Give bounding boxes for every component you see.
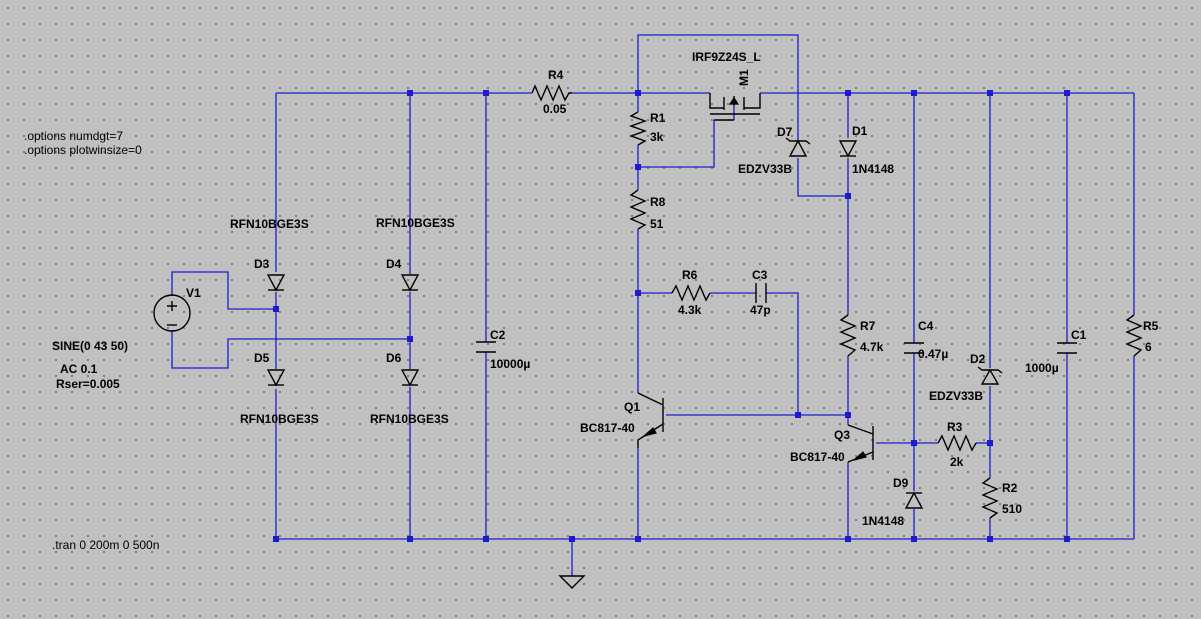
label-d3-name: D3 — [254, 257, 270, 271]
resistor-r3[interactable] — [937, 434, 977, 452]
label-r8-value: 51 — [650, 217, 664, 231]
label-r1-name: R1 — [650, 111, 666, 125]
resistor-r7[interactable] — [839, 314, 857, 357]
label-d9-value: 1N4148 — [862, 514, 904, 528]
diode-d4[interactable] — [400, 274, 420, 292]
label-r7-value: 4.7k — [860, 340, 884, 354]
diode-d1[interactable] — [838, 140, 858, 158]
label-q1-name: Q1 — [624, 400, 640, 414]
label-d6-value: RFN10BGE3S — [370, 412, 449, 426]
label-c2-name: C2 — [490, 328, 506, 342]
label-r5-value: 6 — [1145, 340, 1152, 354]
label-d4-value: RFN10BGE3S — [376, 216, 455, 230]
label-r7-name: R7 — [860, 319, 876, 333]
npn-transistor-q1[interactable] — [637, 392, 664, 448]
label-c1-value: 1000µ — [1025, 361, 1059, 375]
label-r6-value: 4.3k — [678, 303, 702, 317]
capacitor-c4[interactable] — [904, 342, 924, 354]
zener-diode-d2[interactable] — [977, 366, 1003, 385]
resistor-r4[interactable] — [531, 84, 572, 102]
label-d1-name: D1 — [852, 124, 868, 138]
resistor-r6[interactable] — [671, 284, 711, 302]
label-d9-name: D9 — [893, 476, 909, 490]
label-d5-value: RFN10BGE3S — [240, 412, 319, 426]
labels: .options numdgt=7 .options plotwinsize=0… — [24, 50, 1159, 552]
label-d6-name: D6 — [386, 351, 402, 365]
label-r3-value: 2k — [950, 455, 964, 469]
resistor-r1[interactable] — [628, 111, 648, 146]
zener-diode-d7[interactable] — [785, 137, 811, 157]
directive-tran[interactable]: .tran 0 200m 0 500n — [52, 538, 159, 552]
diode-d9[interactable] — [904, 491, 924, 509]
label-r1-value: 3k — [650, 130, 664, 144]
label-v1-rser: Rser=0.005 — [56, 377, 120, 391]
diode-d6[interactable] — [400, 369, 420, 387]
label-r8-name: R8 — [650, 195, 666, 209]
junctions — [273, 90, 1070, 542]
label-d2-value: EDZV33B — [929, 389, 983, 403]
label-d5-name: D5 — [254, 351, 270, 365]
label-q3-name: Q3 — [834, 428, 850, 442]
label-c3-name: C3 — [752, 268, 768, 282]
label-d7-name: D7 — [777, 125, 793, 139]
capacitor-c1[interactable] — [1057, 342, 1077, 354]
label-d1-value: 1N4148 — [852, 162, 894, 176]
wires — [171, 34, 1135, 576]
resistor-r2[interactable] — [981, 477, 999, 519]
label-q1-value: BC817-40 — [580, 421, 635, 435]
label-d4-name: D4 — [386, 257, 402, 271]
mosfet-m1[interactable] — [709, 93, 761, 121]
label-d7-value: EDZV33B — [738, 162, 792, 176]
label-c2-value: 10000µ — [490, 357, 530, 371]
label-m1-value: IRF9Z24S_L — [692, 50, 761, 64]
label-c3-value: 47p — [750, 303, 771, 317]
label-q3-value: BC817-40 — [790, 450, 845, 464]
label-m1-name: M1 — [737, 69, 751, 86]
label-c1-name: C1 — [1071, 328, 1087, 342]
directive-options-plotwinsize[interactable]: .options plotwinsize=0 — [24, 143, 142, 157]
label-r6-name: R6 — [682, 268, 698, 282]
capacitor-c2[interactable] — [476, 341, 496, 353]
resistor-r5[interactable] — [1125, 314, 1143, 357]
directive-options-numdgt[interactable]: .options numdgt=7 — [24, 129, 123, 143]
diode-d5[interactable] — [266, 369, 286, 387]
label-r5-name: R5 — [1143, 319, 1159, 333]
capacitor-c3[interactable] — [755, 283, 767, 303]
label-r2-value: 510 — [1002, 502, 1022, 516]
label-r3-name: R3 — [947, 420, 963, 434]
label-d2-name: D2 — [970, 352, 986, 366]
voltage-source-v1[interactable] — [153, 294, 191, 332]
label-d3-value: RFN10BGE3S — [230, 217, 309, 231]
label-c4-value: 0.47µ — [918, 347, 948, 361]
npn-transistor-q3[interactable] — [847, 424, 874, 463]
label-v1-name: V1 — [186, 286, 201, 300]
label-c4-name: C4 — [918, 319, 934, 333]
diode-d3[interactable] — [266, 274, 286, 292]
resistor-r8[interactable] — [629, 189, 647, 230]
ground-icon[interactable] — [558, 575, 586, 589]
label-r2-name: R2 — [1002, 481, 1018, 495]
label-v1-sine: SINE(0 43 50) — [52, 339, 128, 353]
label-r4-value: 0.05 — [543, 102, 567, 116]
label-v1-ac: AC 0.1 — [60, 362, 98, 376]
label-r4-name: R4 — [548, 68, 564, 82]
